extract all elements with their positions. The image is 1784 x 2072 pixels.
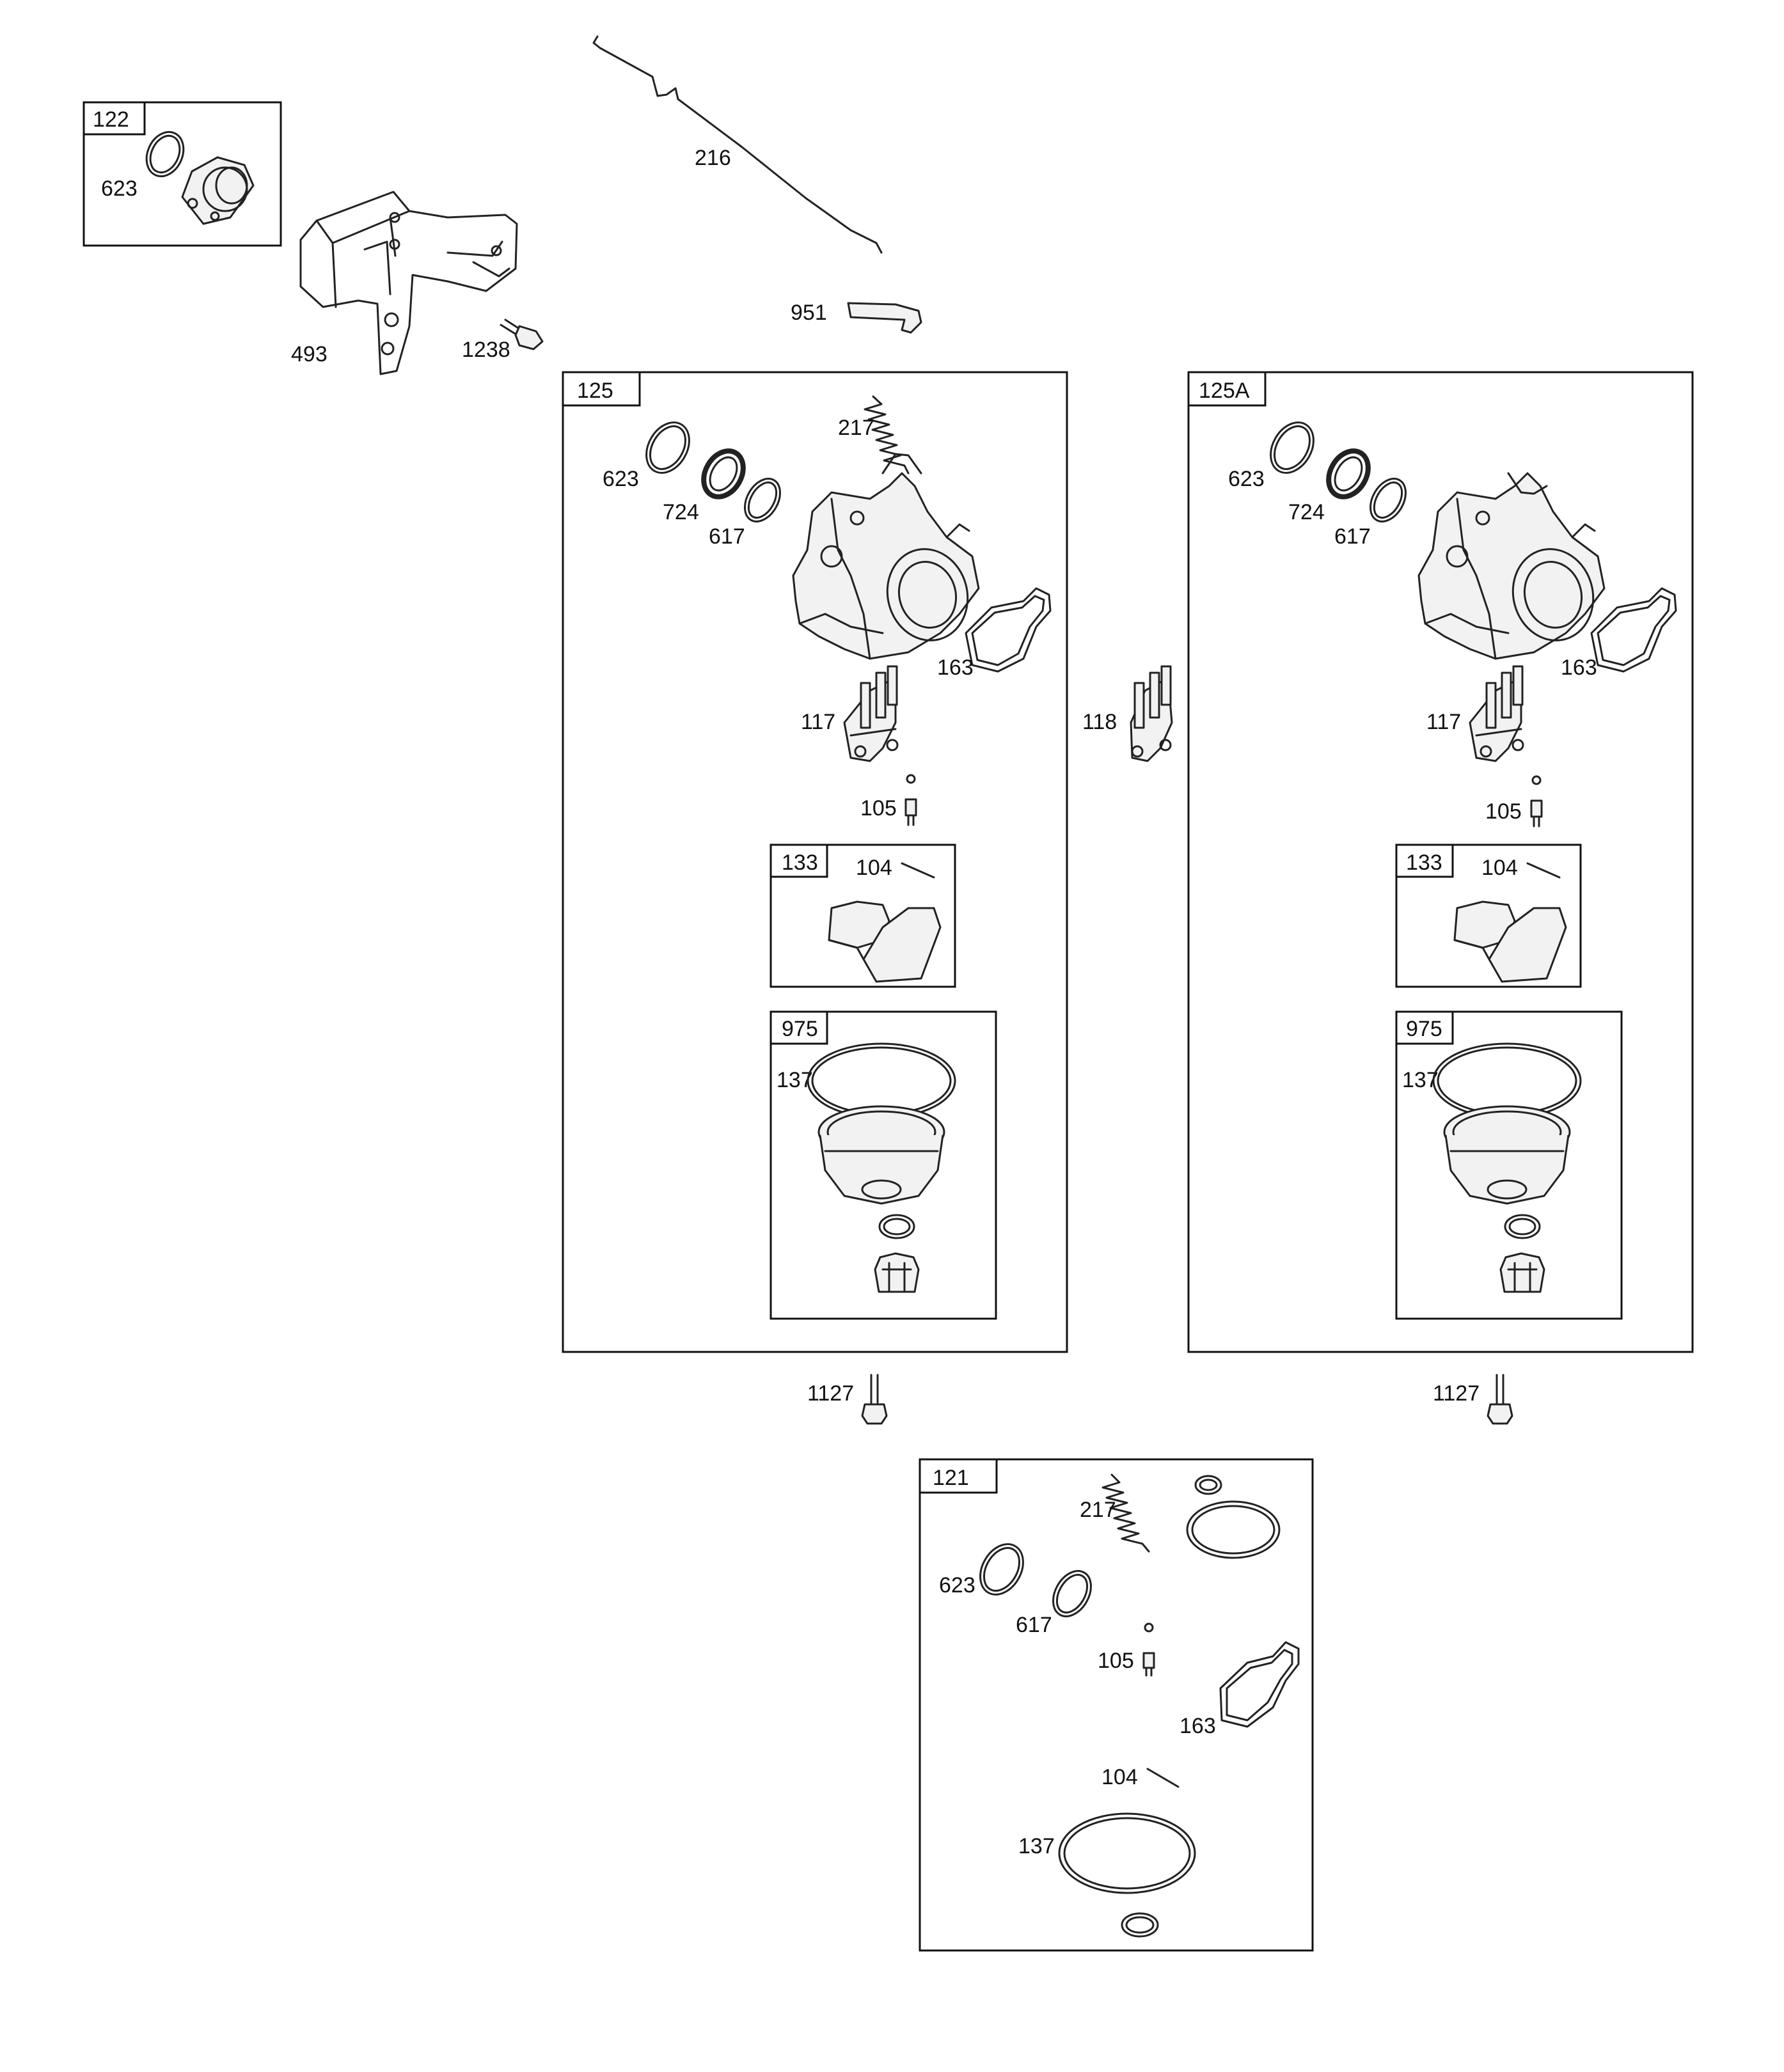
label-105-kit: 105 (1098, 1649, 1134, 1673)
assembly-122-tag: 122 (93, 107, 129, 132)
float-bowl-left (817, 1105, 945, 1205)
jet-105-kit (1142, 1622, 1155, 1677)
assembly-133-right-tag: 133 (1406, 851, 1442, 875)
assembly-125-tag: 125 (577, 379, 613, 403)
gasket-617-right (1370, 478, 1407, 522)
float-right (1453, 900, 1567, 983)
pin-104-left (901, 862, 935, 879)
bolt-1127-left (861, 1374, 888, 1425)
assembly-975-left-tag: 975 (782, 1017, 818, 1041)
fuel-solenoid-117-right (1469, 665, 1524, 762)
washer-left (878, 1214, 915, 1239)
fuel-solenoid-117-left (843, 665, 899, 762)
label-163-left: 163 (937, 655, 974, 680)
label-216: 216 (695, 146, 731, 170)
label-724-right: 724 (1288, 500, 1325, 524)
oring-137-kit (1058, 1812, 1196, 1894)
assembly-975-left: 975 137 (770, 1010, 997, 1320)
label-117-right: 117 (1426, 710, 1461, 734)
label-118: 118 (1082, 710, 1117, 734)
label-117-left: 117 (801, 710, 835, 734)
bowl-nut-right (1499, 1252, 1545, 1293)
oring-623-kit (979, 1543, 1024, 1596)
bolt-1127-right (1487, 1374, 1513, 1425)
label-617-left: 617 (709, 524, 745, 549)
lever-951 (847, 302, 922, 334)
oring-623-left (645, 421, 690, 474)
washer-kit-top (1194, 1475, 1222, 1495)
label-163-right: 163 (1561, 655, 1597, 680)
label-724-left: 724 (663, 500, 699, 524)
bowl-oring-kit (1186, 1500, 1281, 1559)
pin-104-right (1526, 862, 1561, 879)
oring-623-right (1270, 421, 1314, 474)
label-137-right: 137 (1402, 1068, 1439, 1092)
assembly-125: 125 217 623 724 617 (562, 371, 1068, 1353)
label-623-right: 623 (1228, 467, 1265, 491)
float-bowl-right (1443, 1105, 1571, 1205)
spring-217-left (864, 395, 910, 475)
bowl-nut-left (874, 1252, 920, 1293)
gasket-617-kit (1052, 1570, 1092, 1617)
label-493: 493 (291, 342, 328, 366)
label-137-left: 137 (777, 1068, 813, 1092)
label-623-left: 623 (603, 467, 639, 491)
carburetor-body-right (1417, 472, 1606, 660)
label-105-left: 105 (860, 796, 897, 820)
bolt-1238 (500, 318, 544, 350)
label-617-right: 617 (1334, 524, 1371, 549)
label-1127-right: 1127 (1433, 1381, 1480, 1406)
label-1238: 1238 (462, 338, 510, 362)
assembly-125a: 125A 623 724 617 (1187, 371, 1694, 1353)
fuel-solenoid-118 (1130, 665, 1173, 762)
gasket-163-right (1590, 587, 1677, 673)
jet-105-left (904, 774, 917, 826)
governor-link-216 (592, 35, 883, 254)
float-left (828, 900, 942, 983)
spring-217-kit (1101, 1473, 1150, 1553)
label-1127-left: 1127 (807, 1381, 854, 1406)
pin-104-kit (1146, 1768, 1180, 1788)
label-623-122: 623 (101, 177, 138, 201)
assembly-125a-tag: 125A (1199, 379, 1250, 403)
gasket-163-left (965, 587, 1052, 673)
assembly-122: 122 623 (83, 101, 282, 247)
label-163-kit: 163 (1180, 1714, 1216, 1738)
assembly-133-right: 133 104 (1395, 844, 1582, 988)
oring-623-122 (145, 130, 185, 178)
label-104-kit: 104 (1101, 1765, 1138, 1789)
label-105-right: 105 (1485, 799, 1522, 824)
label-617-kit: 617 (1016, 1613, 1052, 1637)
label-104-left: 104 (856, 856, 892, 880)
assembly-133-left-tag: 133 (782, 851, 818, 875)
seal-724-left (701, 448, 746, 499)
washer-kit-bottom (1121, 1912, 1159, 1938)
label-217-kit: 217 (1080, 1498, 1116, 1522)
assembly-975-right: 975 137 (1395, 1010, 1623, 1320)
label-623-kit: 623 (939, 1573, 975, 1597)
assembly-121-tag: 121 (933, 1466, 969, 1490)
assembly-975-right-tag: 975 (1406, 1017, 1442, 1041)
label-951: 951 (791, 301, 827, 325)
assembly-121: 121 217 623 617 105 (919, 1458, 1314, 1952)
label-137-kit: 137 (1018, 1834, 1055, 1858)
adapter-122 (181, 156, 255, 225)
label-217-left: 217 (838, 416, 874, 440)
gasket-617-left (744, 478, 781, 522)
seal-724-right (1326, 448, 1371, 499)
assembly-133-left: 133 104 (770, 844, 956, 988)
label-104-right: 104 (1481, 856, 1518, 880)
carburetor-body-left (792, 453, 980, 660)
jet-105-right (1530, 775, 1543, 828)
gasket-163-kit (1219, 1641, 1300, 1728)
washer-right (1504, 1214, 1541, 1239)
bracket-493 (299, 191, 518, 375)
